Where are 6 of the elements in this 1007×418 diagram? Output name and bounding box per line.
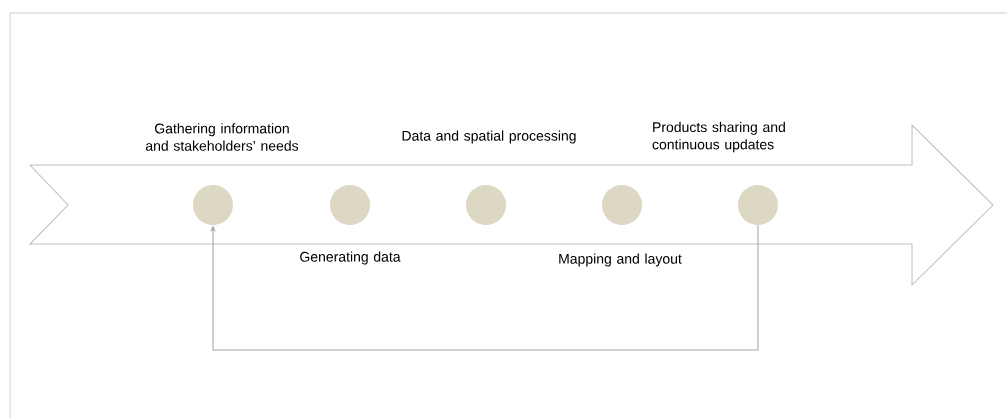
step-label: Gathering information and stakeholders’ needs — [145, 123, 299, 151]
step-label: Products sharing and continuous updates — [652, 121, 785, 153]
step-label: Generating data — [300, 251, 401, 265]
step-label: Mapping and layout — [559, 253, 682, 267]
step-label: Data and spatial processing — [402, 130, 576, 144]
return-arrow — [210, 224, 759, 351]
